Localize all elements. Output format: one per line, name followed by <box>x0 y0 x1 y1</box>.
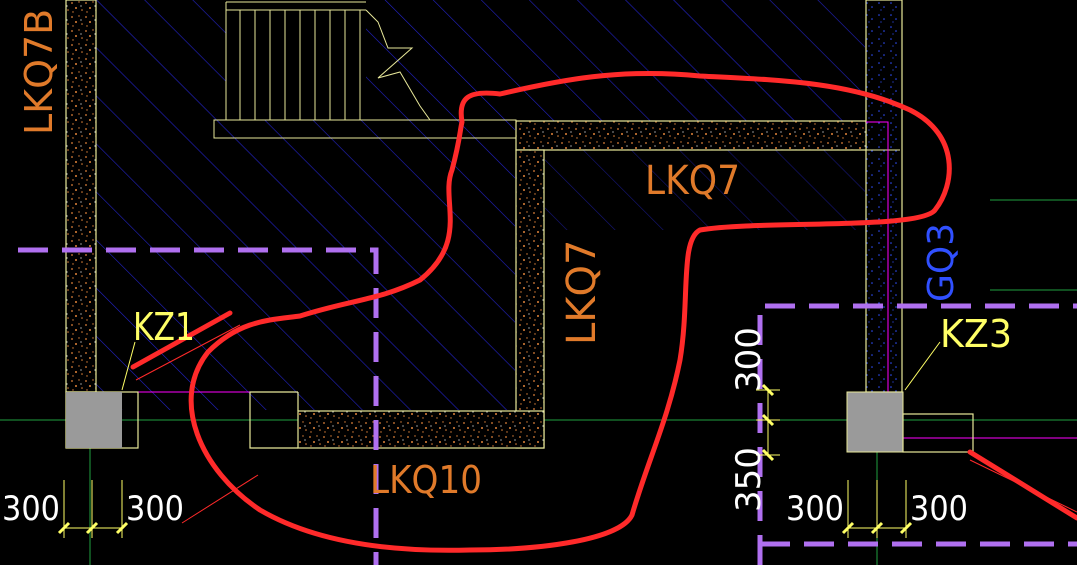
label-lkq7-vertical: LKQ7 <box>559 240 605 345</box>
label-lkq10: LKQ10 <box>370 458 482 502</box>
dim-350-vertical: 350 <box>729 447 769 512</box>
leaders <box>121 341 941 391</box>
dim-ticks-left <box>57 480 129 538</box>
label-kz3: KZ3 <box>940 312 1012 356</box>
stair-block <box>213 1 900 151</box>
column-kz3 <box>846 391 974 453</box>
wall-lkq7-vertical <box>515 149 545 449</box>
wall-lkq7b <box>65 0 97 393</box>
column-small-mid <box>249 391 299 449</box>
dashed-beams <box>18 247 1077 565</box>
dim-300-bottom-right-1: 300 <box>786 489 844 529</box>
dim-300-bottom-left-2: 300 <box>126 489 184 529</box>
dim-ticks-right <box>756 383 913 538</box>
label-gq3: GQ3 <box>921 223 962 302</box>
hatched-region <box>95 0 865 410</box>
markup-strokes <box>130 310 1077 521</box>
wall-lkq7-horizontal <box>515 120 867 151</box>
dim-300-bottom-right-2: 300 <box>910 489 968 529</box>
label-lkq7b: LKQ7B <box>17 9 61 135</box>
dim-300-vertical: 300 <box>729 327 769 392</box>
dim-300-bottom-left-1: 300 <box>2 489 60 529</box>
column-kz1 <box>65 391 139 449</box>
wall-lkq10 <box>297 410 545 449</box>
label-kz1: KZ1 <box>133 305 195 349</box>
wall-right-column <box>865 0 903 393</box>
label-lkq7-horizontal: LKQ7 <box>645 158 740 204</box>
markup-cloud <box>188 70 952 553</box>
